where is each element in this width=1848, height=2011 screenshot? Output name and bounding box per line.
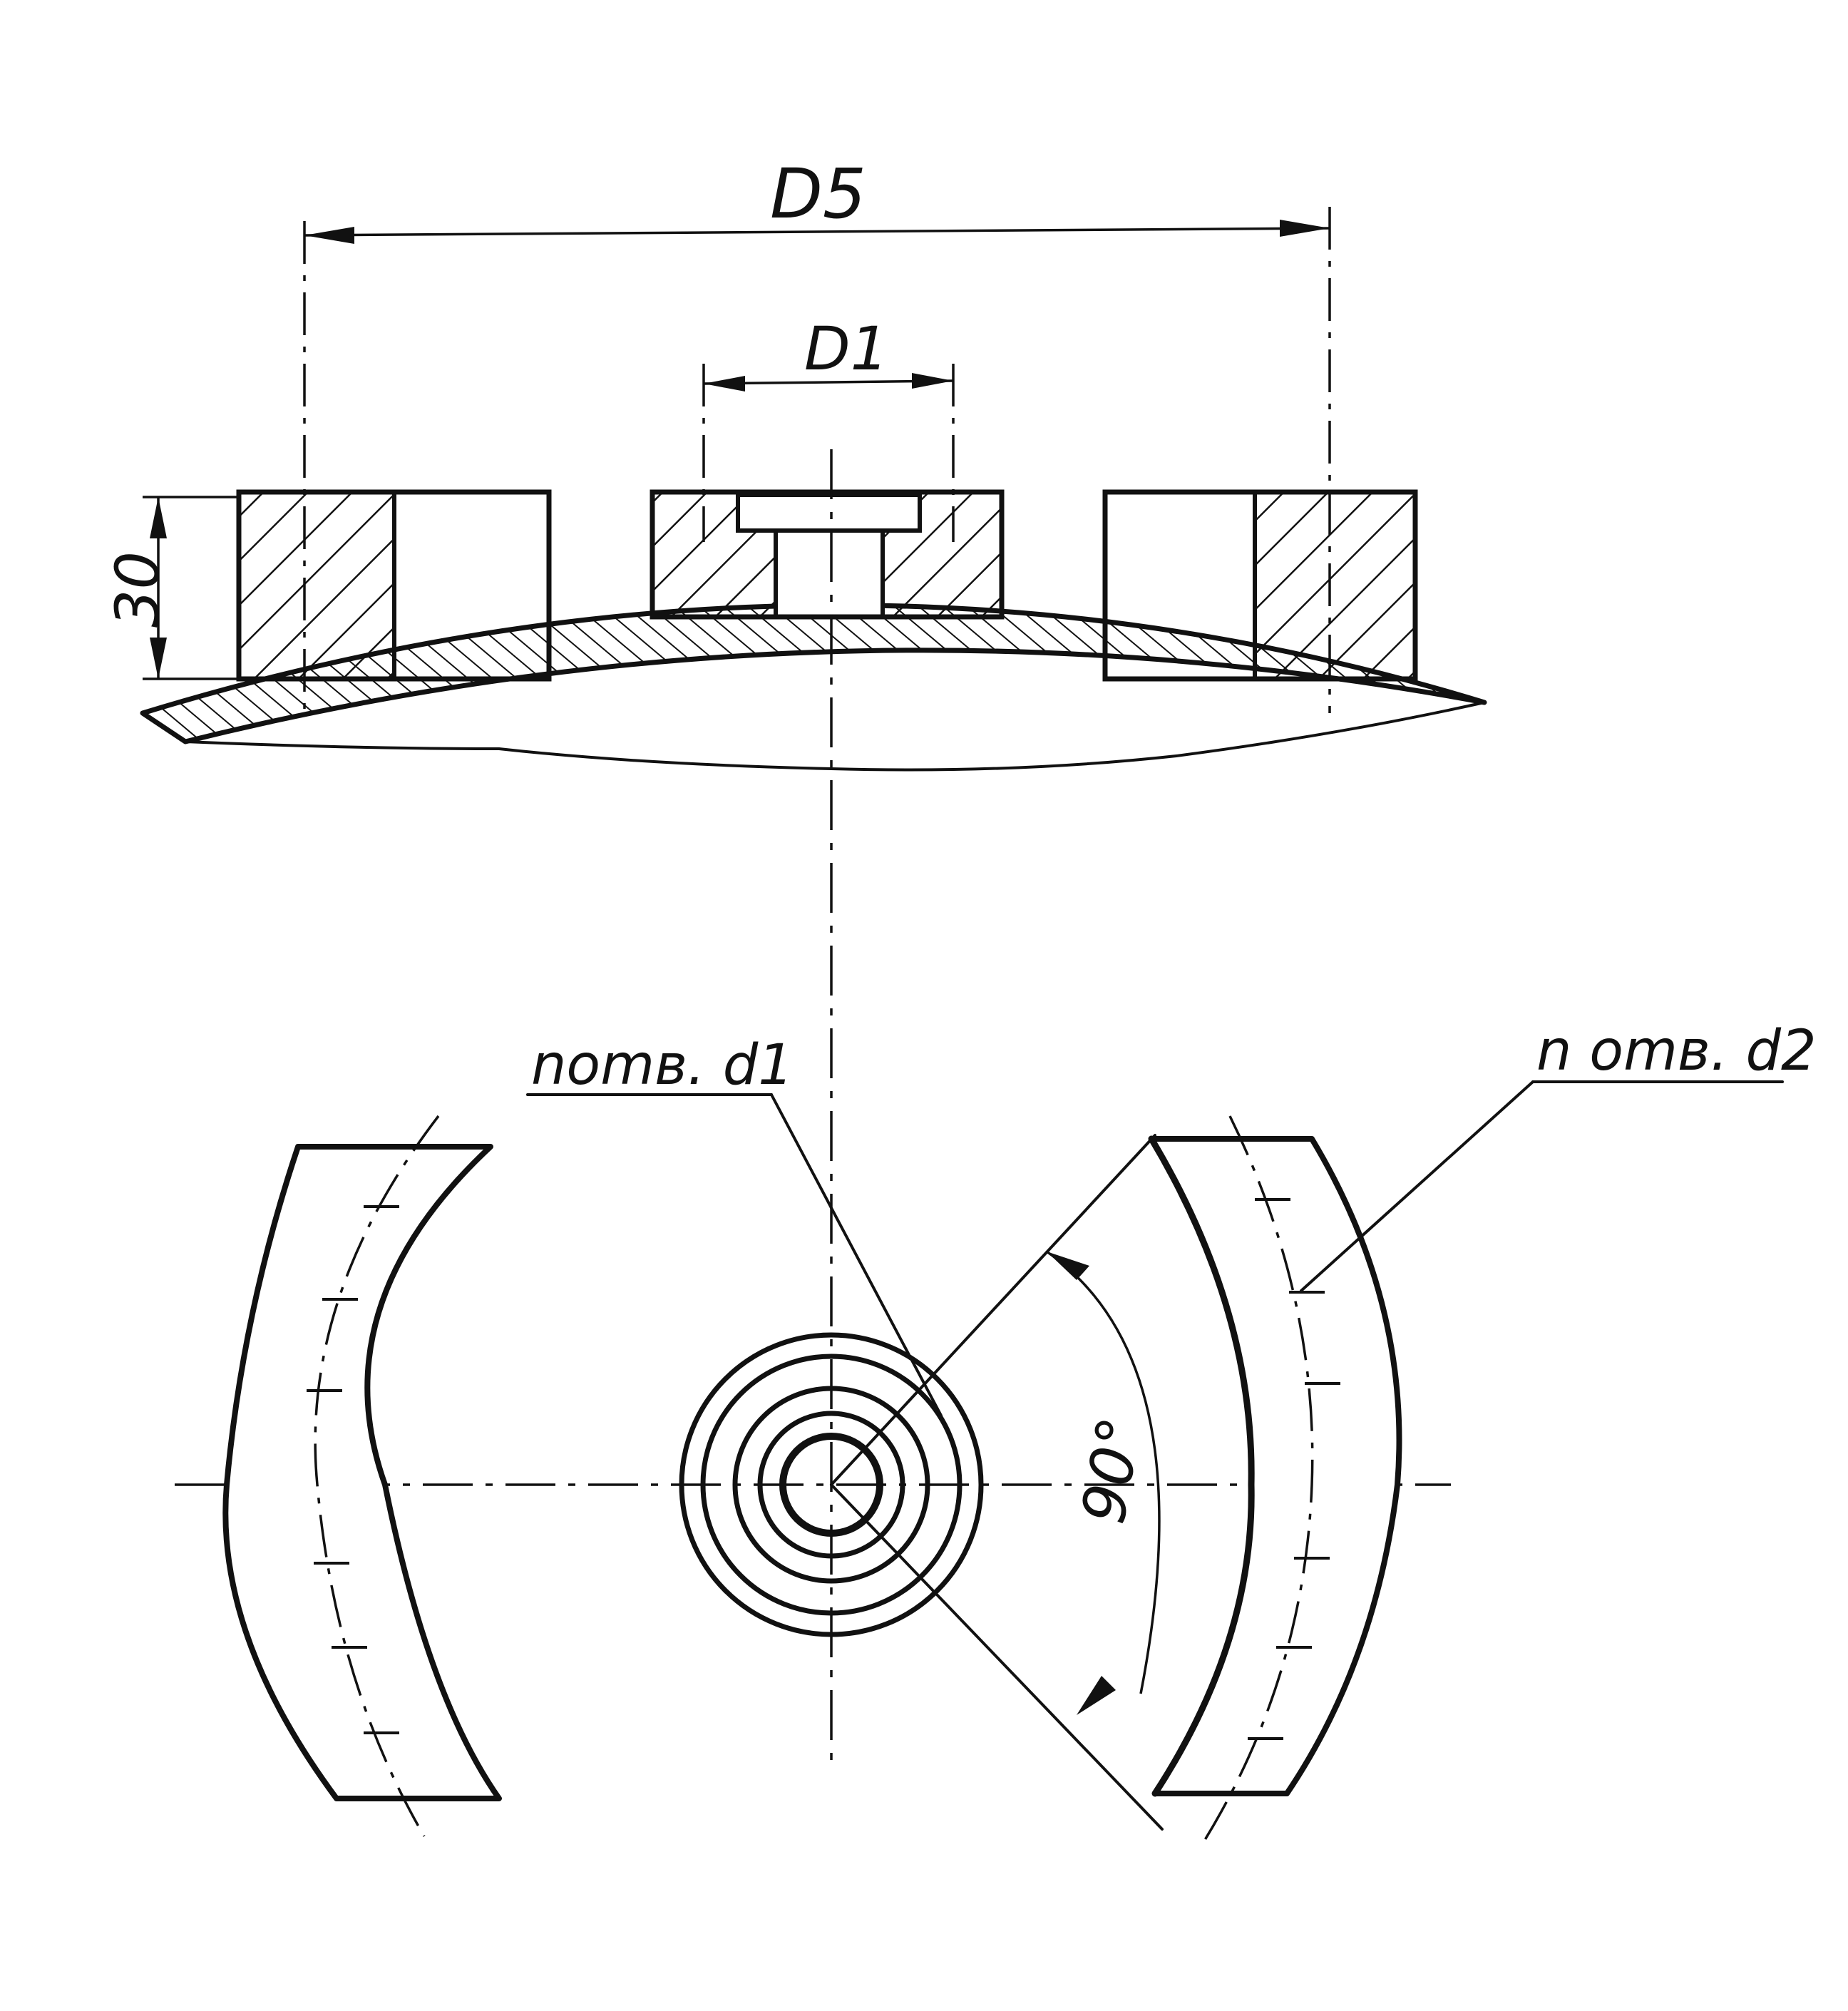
leader-d2 [1300, 1080, 1534, 1292]
right-block [1102, 489, 1418, 682]
d5-arrow-right [1280, 220, 1330, 237]
angle-arrow-top [1047, 1252, 1089, 1280]
hole-callout-d2: n omв. d2 [1536, 1019, 1817, 1083]
angle-label: 90° [1068, 1412, 1155, 1529]
d1-dimension-line [703, 379, 954, 385]
d1-arrow-right [912, 373, 953, 389]
left-segment [222, 1144, 502, 1801]
hole-callout-d1: nomв. d1 [531, 1033, 794, 1097]
leader-d1 [770, 1093, 943, 1417]
right-bolt-circle [1203, 1115, 1314, 1841]
height-arrow-top [150, 497, 167, 538]
d1-label: D1 [804, 314, 888, 384]
angle-ray-lower [830, 1483, 1164, 1831]
height-arrow-bottom [150, 638, 167, 679]
right-block-hatched [1255, 492, 1415, 679]
hub-bore [774, 528, 885, 619]
height-label: 30 [103, 551, 173, 628]
left-block-hatched [239, 492, 394, 679]
right-inner-edge-thick [1148, 1135, 1255, 1797]
hub [650, 489, 1005, 620]
d5-label: D5 [770, 154, 866, 234]
d5-dimension-line [304, 227, 1330, 237]
angle-ray-upper [830, 1134, 1156, 1486]
hub-recess [736, 493, 922, 533]
plan-view: 90° nomв. d1 n omв. d2 [175, 1019, 1817, 1841]
d1-arrow-left [704, 376, 745, 392]
center-hub-circles [679, 1332, 984, 1637]
angle-arc [1045, 1250, 1161, 1694]
right-hole-marks [1248, 1198, 1340, 1740]
break-line [184, 701, 1486, 772]
d5-arrow-left [304, 227, 354, 244]
left-hole-marks [307, 1205, 399, 1734]
angle-arrow-bottom [1077, 1676, 1116, 1715]
section-view: D5 D1 30 [103, 154, 1487, 1769]
